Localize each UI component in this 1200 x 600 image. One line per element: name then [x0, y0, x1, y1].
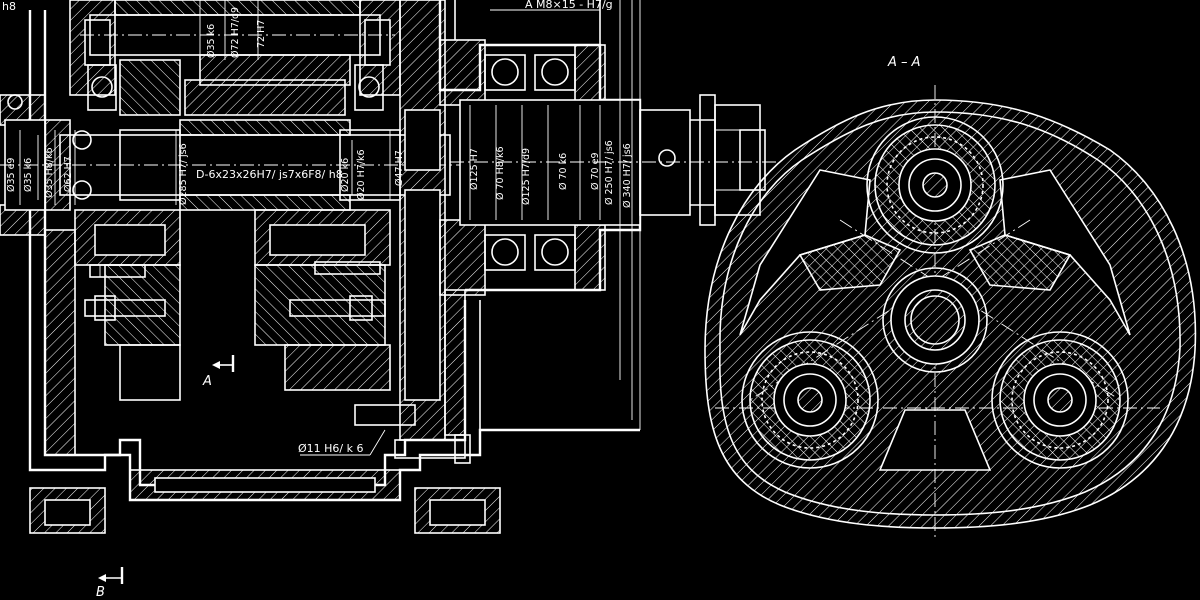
section-a-a-view: A – A [704, 55, 1197, 540]
bearing-output-top [484, 54, 576, 91]
dim-shaft-3: Ø20 H7/k6 [356, 149, 367, 200]
dim-right-3: Ø125 H7/d9 [521, 148, 532, 205]
dim-right-4: Ø 70 k6 [558, 153, 569, 190]
fit-label-bottom: Ø11 H6/ k 6 [298, 442, 364, 455]
bolt-right-2 [289, 295, 386, 321]
output-shaft [459, 99, 641, 226]
planet-gear-top [866, 116, 1004, 254]
dim-left-2: Ø35 k6 [23, 158, 34, 192]
dim-top-2: Ø72 H7/d9 [230, 7, 241, 58]
gearbox-section-view: A B h8 A M8×15 - H7/g D-6x23x26H7/ js7x6… [0, 0, 780, 600]
planet-gear-right [991, 331, 1129, 469]
dim-left-3: Ø35 H8/k6 [44, 147, 55, 198]
sun-gear-center [882, 267, 988, 373]
dim-right-1: Ø125 H7 [469, 148, 480, 190]
section-marker-b: B [96, 567, 124, 600]
top-left-label: h8 [2, 0, 16, 13]
section-view-label: A – A [887, 55, 921, 70]
dim-right-2: Ø 70 H8/k6 [495, 146, 506, 200]
section-marker-a-label: A [202, 374, 212, 389]
planet-gear-left [741, 331, 879, 469]
bolt-left-2 [84, 295, 166, 321]
bolt-left-1 [89, 264, 146, 278]
bolt-right-1 [314, 261, 381, 275]
dim-top-3: 72 H7 [256, 20, 267, 48]
thread-label: A M8×15 - H7/g [525, 0, 613, 11]
dim-right-6: Ø 250 H7/ js6 [604, 140, 615, 205]
dim-right-5: Ø 70 e9 [590, 153, 601, 191]
bearing-top-right [354, 64, 384, 111]
dim-shaft-1: Ø285 H7/ js6 [178, 143, 189, 205]
bearing-top-left [87, 64, 117, 111]
dim-left-1: Ø35 e9 [6, 158, 17, 192]
spline-spec-label: D-6x23x26H7/ js7x6F8/ h8 [196, 168, 343, 181]
section-marker-a: A [202, 355, 235, 389]
section-marker-b-label: B [96, 585, 105, 600]
bearing-output-bottom [484, 234, 576, 271]
dim-top-1: Ø35 k6 [206, 24, 217, 58]
dim-right-7: Ø 340 H7/ js6 [622, 143, 633, 208]
dim-shaft-2: Ø20 k6 [340, 158, 351, 192]
dim-shaft-4: Ø47 H7 [394, 150, 405, 186]
dim-left-4: Ø62 H7 [63, 156, 74, 192]
